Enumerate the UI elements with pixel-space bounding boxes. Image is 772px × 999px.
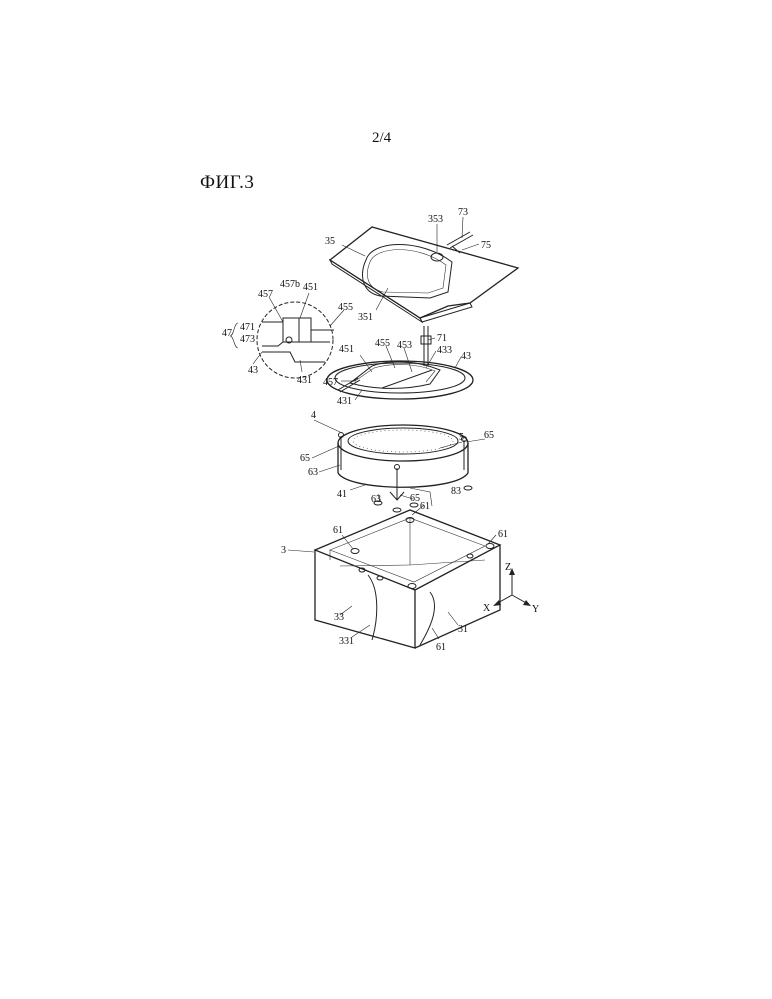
- brace-47: [230, 323, 238, 348]
- label-65-bottom: 65: [410, 493, 420, 504]
- label-61-top: 61: [420, 501, 430, 512]
- label-43-cover: 43: [461, 351, 471, 362]
- label-71: 71: [437, 333, 447, 344]
- reference-labels: 73 353 75 35 351 71 433 453 455 455 451 …: [222, 207, 539, 653]
- label-63-left: 63: [308, 467, 318, 478]
- label-4: 4: [311, 410, 316, 421]
- label-61-bottom: 61: [436, 642, 446, 653]
- label-431-detail: 431: [297, 375, 312, 386]
- label-65-right: 65: [484, 430, 494, 441]
- connector-71: [421, 326, 431, 366]
- axis-x-label: X: [483, 603, 491, 614]
- label-353: 353: [428, 214, 443, 225]
- label-455-detail: 455: [338, 302, 353, 313]
- label-75: 75: [481, 240, 491, 251]
- label-451-cover: 451: [339, 344, 354, 355]
- axis-y-label: Y: [532, 604, 539, 615]
- label-5: 5: [459, 432, 464, 443]
- label-41: 41: [337, 489, 347, 500]
- label-61-right: 61: [498, 529, 508, 540]
- label-31: 31: [458, 624, 468, 635]
- label-451-detail: 451: [303, 282, 318, 293]
- label-431-cover: 431: [337, 396, 352, 407]
- label-453: 453: [397, 340, 412, 351]
- label-83: 83: [451, 486, 461, 497]
- label-63-bottom: 63: [371, 494, 381, 505]
- label-455-cover: 455: [375, 338, 390, 349]
- label-471: 471: [240, 322, 255, 333]
- label-33: 33: [334, 612, 344, 623]
- axis-indicator: [493, 568, 531, 606]
- label-331: 331: [339, 636, 354, 647]
- label-351: 351: [358, 312, 373, 323]
- label-457-cover: 457: [323, 377, 338, 388]
- drum-assembly-4: [338, 425, 472, 512]
- axis-z-label: Z: [505, 562, 511, 573]
- label-61-left: 61: [333, 525, 343, 536]
- label-3: 3: [281, 545, 286, 556]
- label-73: 73: [458, 207, 468, 218]
- label-35: 35: [325, 236, 335, 247]
- label-43-detail: 43: [248, 365, 258, 376]
- label-47: 47: [222, 328, 232, 339]
- label-65-left: 65: [300, 453, 310, 464]
- label-473: 473: [240, 334, 255, 345]
- label-457b: 457b: [280, 279, 300, 290]
- detail-circle-47: [257, 302, 334, 378]
- cover-43: [327, 361, 473, 399]
- label-457-detail: 457: [258, 289, 273, 300]
- label-433: 433: [437, 345, 452, 356]
